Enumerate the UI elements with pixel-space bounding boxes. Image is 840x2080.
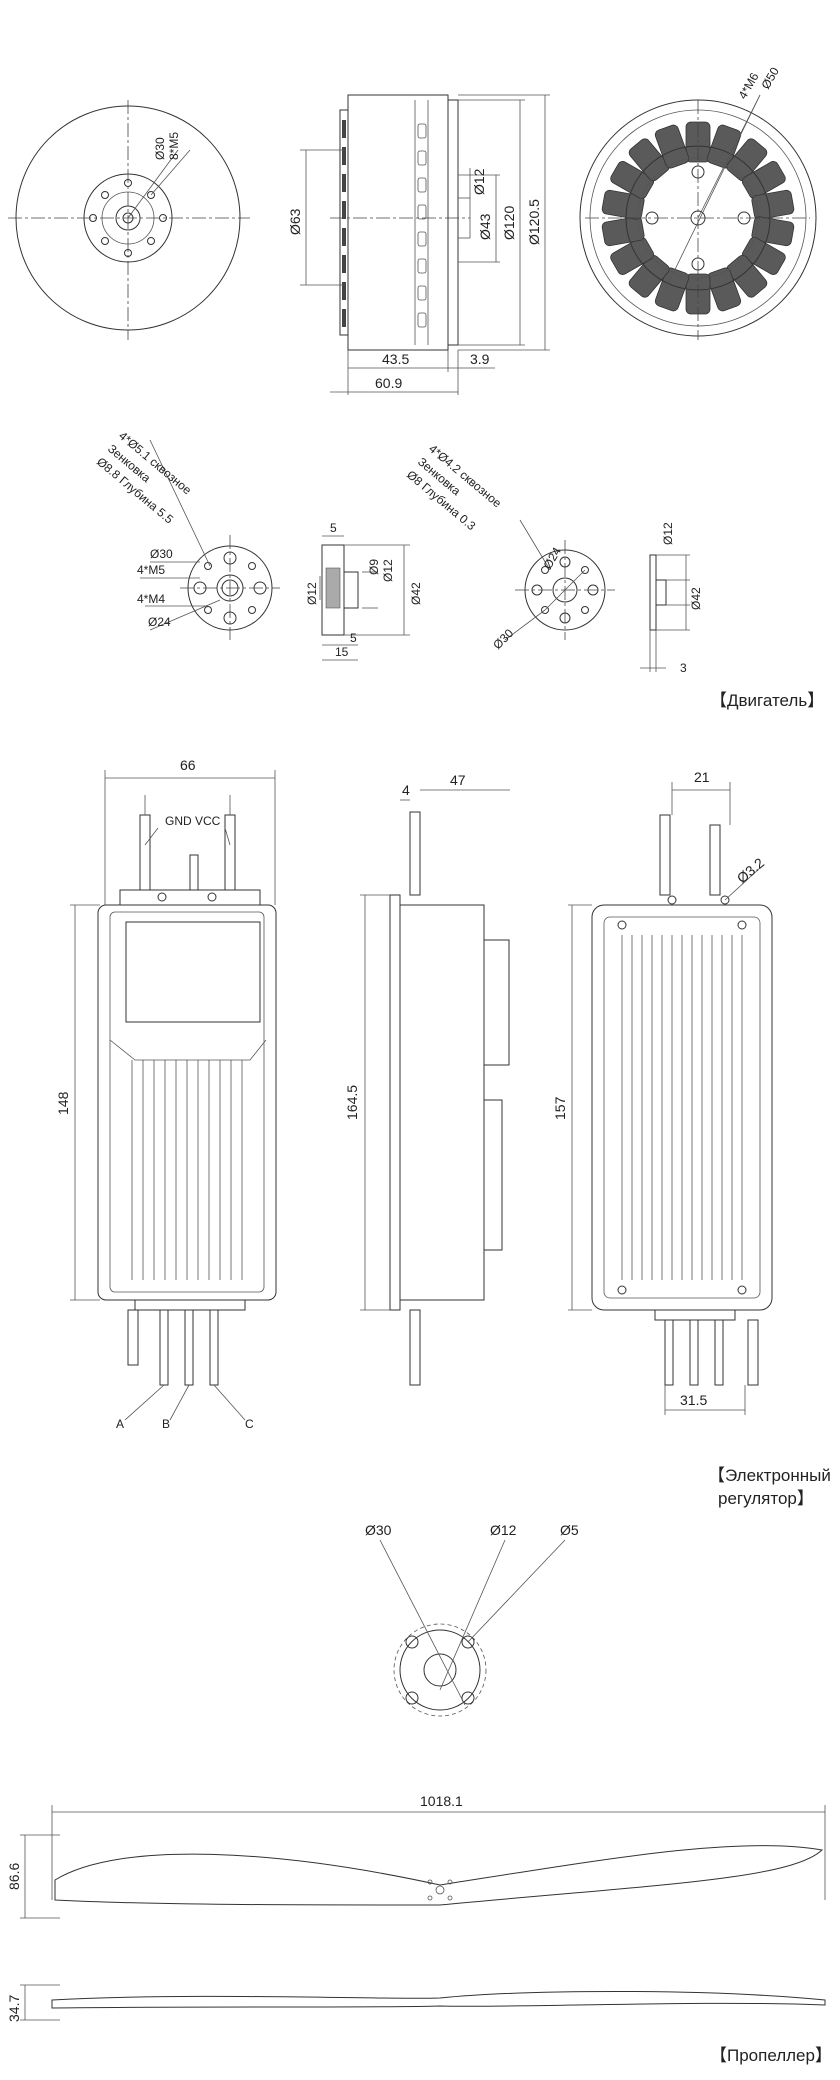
motor-caption: 【Двигатель】 — [710, 691, 825, 710]
motor-rear-d50: Ø50 — [758, 65, 782, 92]
prop-width: 86.6 — [6, 1863, 22, 1890]
prop-hub-d30: Ø30 — [365, 1522, 392, 1538]
stator-slot — [654, 124, 690, 169]
prop-caption: 【Пропеллер】 — [710, 2046, 832, 2065]
esc-w66: 66 — [180, 757, 196, 773]
esc-back-w315: 31.5 — [680, 1392, 707, 1408]
side-vent — [417, 204, 427, 220]
side-fin — [342, 201, 346, 219]
esc-back-d32: Ø3.2 — [734, 854, 768, 886]
side-vent — [417, 123, 427, 139]
esc-caption-line1: 【Электронный — [708, 1466, 831, 1485]
motor-rear-m6: 4*M6 — [735, 70, 761, 102]
side-fin — [342, 255, 346, 273]
motor-side-d12: Ø12 — [471, 168, 487, 195]
stator-slot — [610, 237, 655, 275]
stator-slot — [628, 138, 670, 182]
mount1side-l5b: 5 — [350, 631, 357, 645]
mount1-side-view: 5 Ø12 Ø9 Ø12 Ø42 5 15 — [305, 521, 423, 661]
esc-phase-b: B — [162, 1417, 170, 1431]
side-fin — [342, 309, 346, 327]
mount1side-l15: 15 — [335, 645, 349, 659]
motor-rear-view: 4*M6 Ø50 — [579, 65, 817, 340]
stator-slot — [628, 254, 670, 298]
mount1-d30: Ø30 — [150, 547, 173, 561]
side-vent — [417, 285, 427, 301]
mount1side-d12b: Ø12 — [381, 559, 395, 582]
motor-side-d1205: Ø120.5 — [526, 199, 542, 245]
esc-phase-c: C — [245, 1417, 254, 1431]
mount1side-d42: Ø42 — [409, 582, 423, 605]
side-vent — [417, 177, 427, 193]
stator-slot — [654, 267, 690, 312]
stator-slot — [726, 254, 768, 298]
side-fin — [342, 147, 346, 165]
esc-gnd-vcc: GND VCC — [165, 814, 221, 828]
mount2-d24: Ø24 — [540, 545, 564, 572]
mount1side-d12: Ø12 — [305, 582, 319, 605]
prop-hub-d5: Ø5 — [560, 1522, 579, 1538]
esc-side-h1645: 164.5 — [344, 1085, 360, 1120]
motor-side-view: Ø63 Ø12 Ø43 Ø120 Ø120.5 43.5 3.9 60.9 — [287, 94, 550, 395]
motor-side-d120: Ø120 — [501, 206, 517, 240]
side-fin — [342, 174, 346, 192]
mount1-m5: 4*M5 — [137, 563, 165, 577]
esc-back-view: 21 Ø3.2 157 31.5 — [552, 769, 773, 1415]
motor-side-l435: 43.5 — [382, 351, 409, 367]
prop-hub-d12: Ø12 — [490, 1522, 517, 1538]
stator-slot — [726, 138, 768, 182]
esc-back-w21: 21 — [694, 769, 710, 785]
motor-side-l39: 3.9 — [470, 351, 490, 367]
stator-slot — [741, 237, 786, 275]
prop-thickness: 34.7 — [6, 1995, 22, 2022]
stator-slot — [751, 189, 795, 220]
stator-slot — [706, 267, 742, 312]
prop-top-view: 1018.1 86.6 — [6, 1793, 826, 1919]
side-vent — [417, 231, 427, 247]
prop-hub-view: Ø30 Ø12 Ø5 — [365, 1522, 579, 1717]
motor-side-l609: 60.9 — [375, 375, 402, 391]
motor-front-view: Ø30 8*M5 — [8, 100, 250, 340]
esc-side-w4: 4 — [402, 782, 410, 798]
stator-slot — [741, 161, 786, 199]
mount2side-d12: Ø12 — [661, 522, 675, 545]
motor-front-m5: 8*M5 — [167, 132, 181, 160]
mount1-front-view: 4*Ø5.1 сквозное Зенковка Ø8.8 Глубина 5.… — [94, 429, 280, 640]
esc-back-h157: 157 — [552, 1096, 568, 1120]
side-vent — [417, 258, 427, 274]
mount1side-l5top: 5 — [330, 521, 337, 535]
esc-h148: 148 — [55, 1091, 71, 1115]
side-fin — [342, 282, 346, 300]
side-fin — [342, 120, 346, 138]
esc-phase-a: A — [116, 1417, 124, 1431]
mount2-d30: Ø30 — [490, 626, 516, 652]
mount1side-d9: Ø9 — [367, 559, 381, 575]
stator-slot — [601, 216, 645, 247]
stator-slot — [601, 189, 645, 220]
side-vent — [417, 312, 427, 328]
mount2side-d42: Ø42 — [689, 587, 703, 610]
prop-length: 1018.1 — [420, 1793, 463, 1809]
motor-side-d63: Ø63 — [287, 208, 303, 235]
esc-side-view: 47 4 164.5 — [344, 772, 510, 1386]
motor-side-d43: Ø43 — [477, 213, 493, 240]
stator-slot — [706, 124, 742, 169]
prop-side-view: 34.7 — [6, 1984, 826, 2022]
mount1-m4: 4*M4 — [137, 592, 165, 606]
mount2-front-view: 4*Ø4.2 сквозное Зенковка Ø8 Глубина 0.3 … — [404, 442, 615, 652]
mount1-d24: Ø24 — [148, 615, 171, 629]
side-vent — [417, 150, 427, 166]
esc-caption-line2: регулятор】 — [718, 1489, 814, 1508]
esc-side-w47: 47 — [450, 772, 466, 788]
esc-front-view: GND VCC 66 148 A B C — [55, 757, 277, 1431]
mount2side-l3: 3 — [680, 661, 687, 675]
side-fin — [342, 228, 346, 246]
motor-front-d30: Ø30 — [153, 137, 167, 160]
stator-slot — [751, 216, 795, 247]
mount2-side-view: Ø12 Ø42 3 — [640, 522, 703, 675]
stator-slot — [610, 161, 655, 199]
